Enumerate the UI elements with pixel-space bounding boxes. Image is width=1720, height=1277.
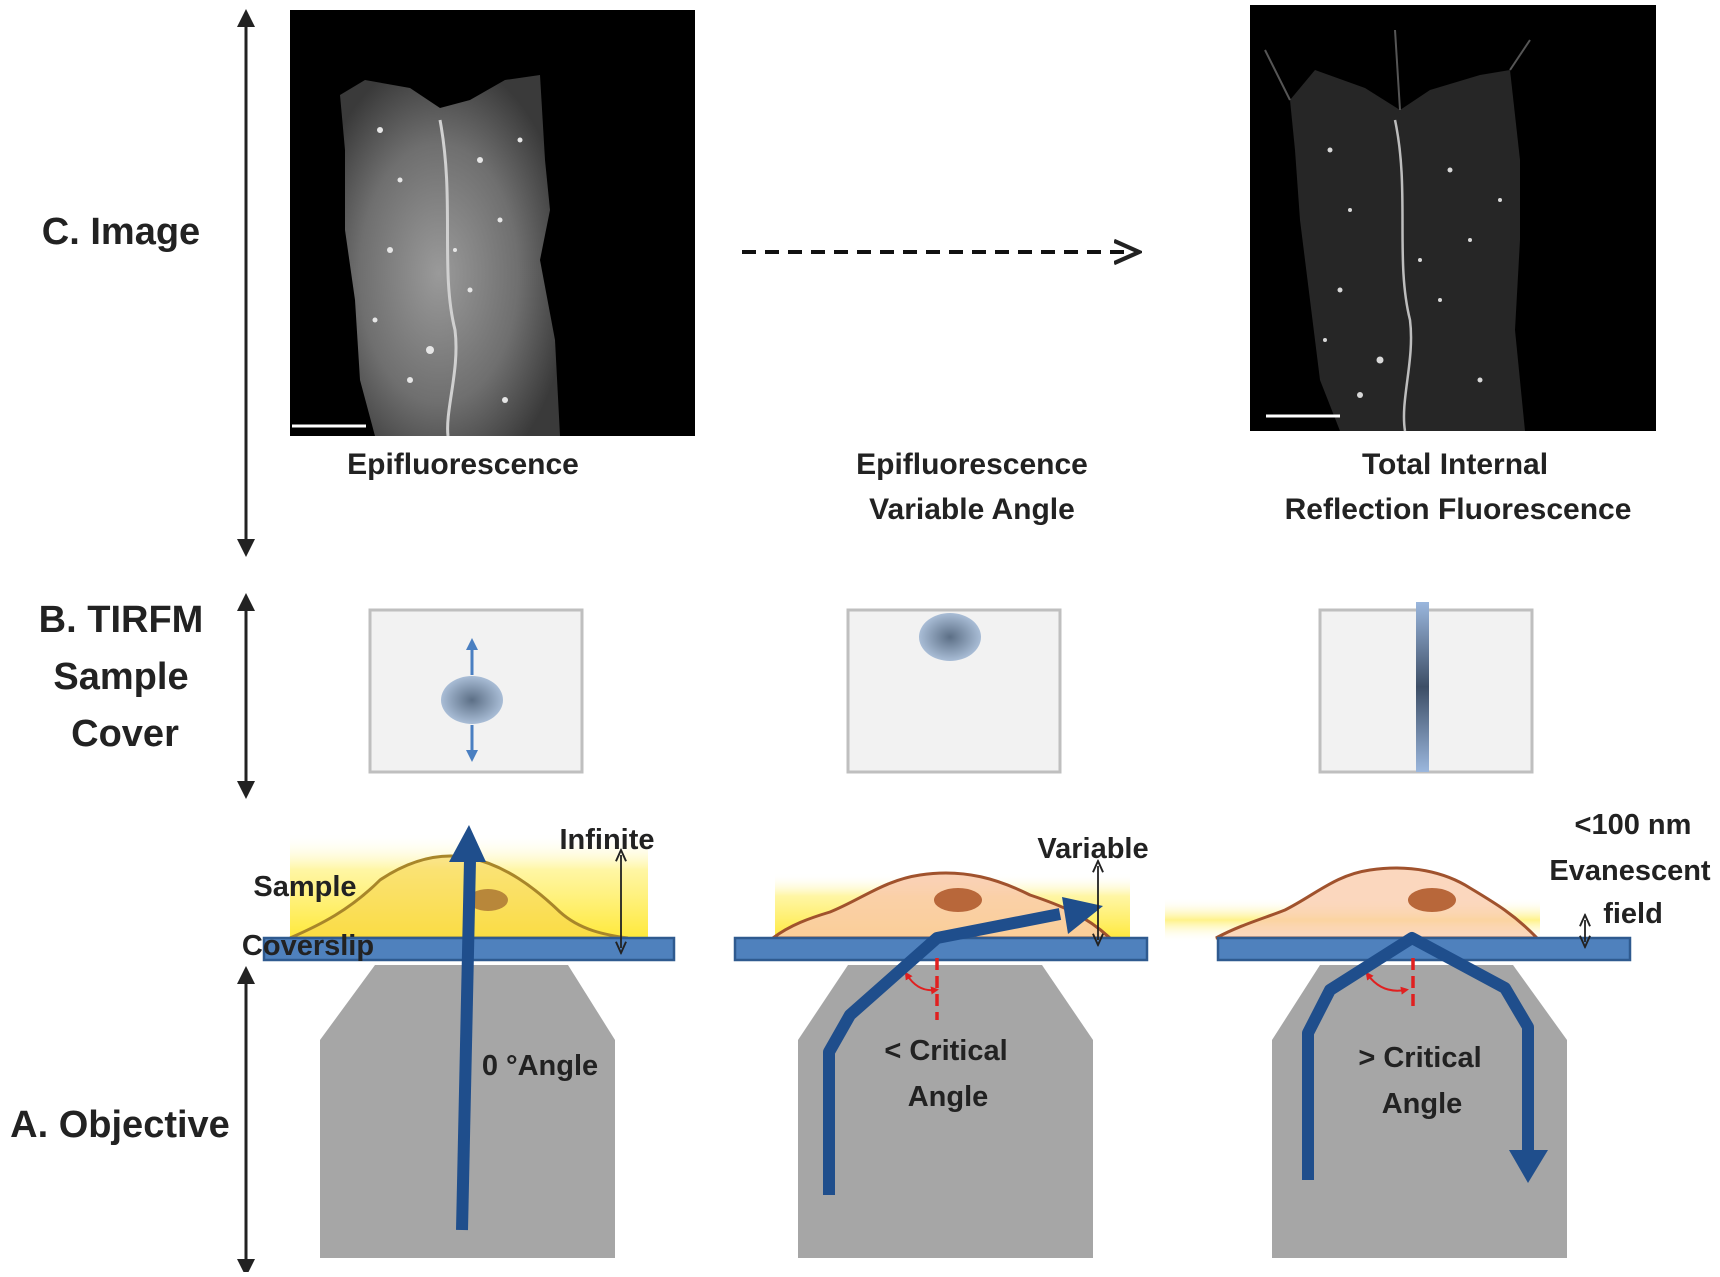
sample-cover-variable bbox=[846, 608, 1062, 774]
row-label-cover-line3: Cover bbox=[71, 713, 179, 755]
label-zero-angle: 0 °Angle bbox=[482, 1050, 598, 1082]
label-greater-critical-line2: Angle bbox=[1382, 1088, 1463, 1120]
label-coverslip: Coverslip bbox=[242, 930, 374, 962]
angle-marker bbox=[904, 971, 939, 995]
tirf-micrograph bbox=[1250, 5, 1656, 432]
caption-tirf-line2: Reflection Fluorescence bbox=[1285, 493, 1632, 526]
label-evanescent: Evanescent bbox=[1549, 855, 1711, 887]
row-label-cover-line2: Sample bbox=[53, 656, 188, 698]
beam-arrowhead bbox=[449, 825, 486, 862]
label-less-critical-line2: Angle bbox=[908, 1081, 989, 1113]
cell-outline bbox=[1215, 866, 1541, 940]
angle-marker bbox=[1365, 971, 1409, 995]
label-greater-critical-line1: > Critical bbox=[1358, 1042, 1481, 1074]
caption-epifluorescence: Epifluorescence bbox=[347, 448, 579, 481]
label-less-critical-line1: < Critical bbox=[884, 1035, 1007, 1067]
label-sample: Sample bbox=[253, 871, 356, 903]
epifluorescence-micrograph bbox=[290, 10, 695, 437]
objective-panel-epi: Infinite Sample Coverslip 0 °Angle bbox=[242, 824, 676, 1258]
nucleus bbox=[468, 889, 508, 911]
sample-cover-tirf bbox=[1318, 602, 1534, 774]
objective-panel-tirf: <100 nm Evanescent field > Critical Angl… bbox=[1165, 809, 1711, 1258]
beam-arrowhead bbox=[1509, 1150, 1548, 1183]
row-label-cover-line1: B. TIRFM bbox=[39, 599, 204, 641]
nucleus bbox=[934, 888, 982, 912]
objective-lens bbox=[1272, 965, 1567, 1258]
row-label-objective: A. Objective bbox=[10, 1104, 230, 1146]
objective-panel-variable: Variable < Critical Angle bbox=[733, 833, 1149, 1258]
sample-cover-epi bbox=[368, 608, 584, 774]
label-variable: Variable bbox=[1037, 833, 1148, 865]
reflected-beam bbox=[1302, 932, 1534, 1180]
caption-variable-line2: Variable Angle bbox=[869, 493, 1075, 526]
caption-variable-line1: Epifluorescence bbox=[856, 448, 1088, 481]
excitation-beam bbox=[456, 859, 476, 1231]
row-label-image: C. Image bbox=[42, 211, 200, 253]
caption-tirf-line1: Total Internal bbox=[1362, 448, 1548, 481]
objective-lens bbox=[798, 965, 1093, 1258]
nucleus bbox=[1408, 888, 1456, 912]
label-field: field bbox=[1603, 898, 1663, 930]
excitation-beam bbox=[823, 908, 1062, 1195]
label-infinite: Infinite bbox=[559, 824, 654, 856]
label-100nm: <100 nm bbox=[1575, 809, 1692, 841]
